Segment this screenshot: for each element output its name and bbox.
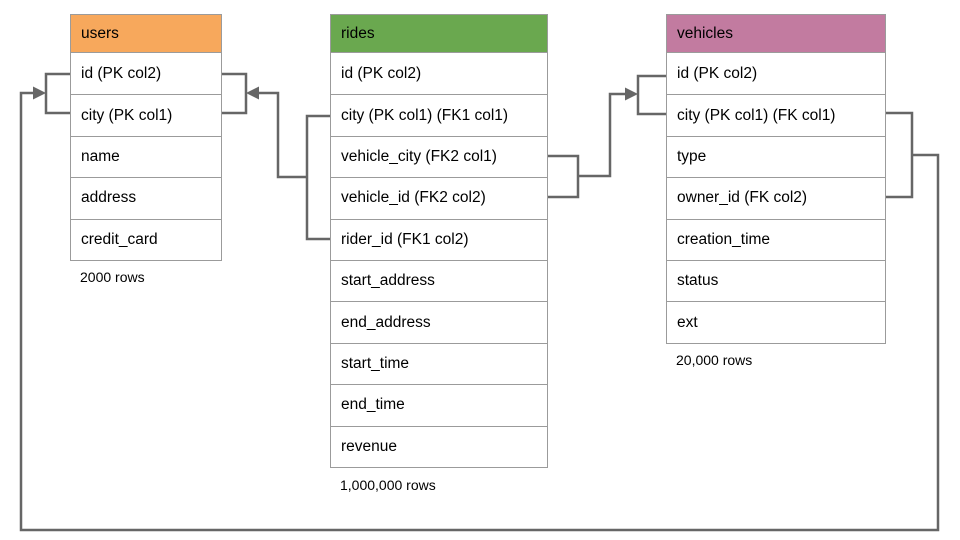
users-row-count: 2000 rows bbox=[80, 269, 145, 285]
fk1-connector-line bbox=[258, 91, 307, 179]
table-users-row: name bbox=[71, 135, 221, 178]
table-vehicles-row: ext bbox=[667, 301, 885, 343]
table-vehicles-row: id (PK col2) bbox=[667, 53, 885, 95]
table-users-row: address bbox=[71, 177, 221, 219]
rides-right-fk2-hook bbox=[548, 154, 580, 199]
table-users-row: id (PK col2) bbox=[71, 53, 221, 95]
fk2-arrowhead-icon bbox=[625, 87, 638, 101]
vehicles-row-count: 20,000 rows bbox=[676, 352, 753, 368]
table-rides-row: id (PK col2) bbox=[331, 53, 547, 95]
table-rides-row: revenue bbox=[331, 425, 547, 467]
users-left-pk-hook bbox=[44, 72, 70, 115]
table-users-row: credit_card bbox=[71, 218, 221, 260]
table-rides-row: city (PK col1) (FK1 col1) bbox=[331, 94, 547, 136]
table-vehicles-row: creation_time bbox=[667, 218, 885, 260]
table-rides-header: rides bbox=[331, 15, 547, 53]
rides-left-fk1-hook bbox=[305, 114, 330, 241]
table-vehicles-row: owner_id (FK col2) bbox=[667, 177, 885, 219]
fk-loop-connector-line bbox=[19, 91, 940, 532]
rides-row-count: 1,000,000 rows bbox=[340, 477, 436, 493]
table-rides-row: rider_id (FK1 col2) bbox=[331, 218, 547, 260]
vehicles-left-pk-hook bbox=[636, 74, 666, 116]
fk2-connector-line bbox=[578, 92, 626, 178]
table-rides-row: start_time bbox=[331, 342, 547, 385]
table-rides-row: start_address bbox=[331, 259, 547, 302]
table-vehicles: vehicles id (PK col2) city (PK col1) (FK… bbox=[666, 14, 886, 344]
users-right-pk-hook bbox=[222, 72, 248, 115]
fk-loop-arrowhead-icon bbox=[33, 86, 46, 100]
vehicles-right-fk-hook bbox=[886, 111, 914, 199]
table-users-row: city (PK col1) bbox=[71, 94, 221, 136]
table-rides-row: end_time bbox=[331, 384, 547, 426]
table-users: users id (PK col2) city (PK col1) name a… bbox=[70, 14, 222, 261]
table-rides: rides id (PK col2) city (PK col1) (FK1 c… bbox=[330, 14, 548, 468]
table-vehicles-row: type bbox=[667, 135, 885, 178]
table-vehicles-header: vehicles bbox=[667, 15, 885, 53]
table-rides-row: vehicle_city (FK2 col1) bbox=[331, 135, 547, 178]
table-users-header: users bbox=[71, 15, 221, 53]
fk1-arrowhead-icon bbox=[246, 86, 259, 100]
table-rides-row: vehicle_id (FK2 col2) bbox=[331, 177, 547, 219]
table-vehicles-row: city (PK col1) (FK col1) bbox=[667, 94, 885, 136]
table-rides-row: end_address bbox=[331, 301, 547, 343]
table-vehicles-row: status bbox=[667, 259, 885, 302]
